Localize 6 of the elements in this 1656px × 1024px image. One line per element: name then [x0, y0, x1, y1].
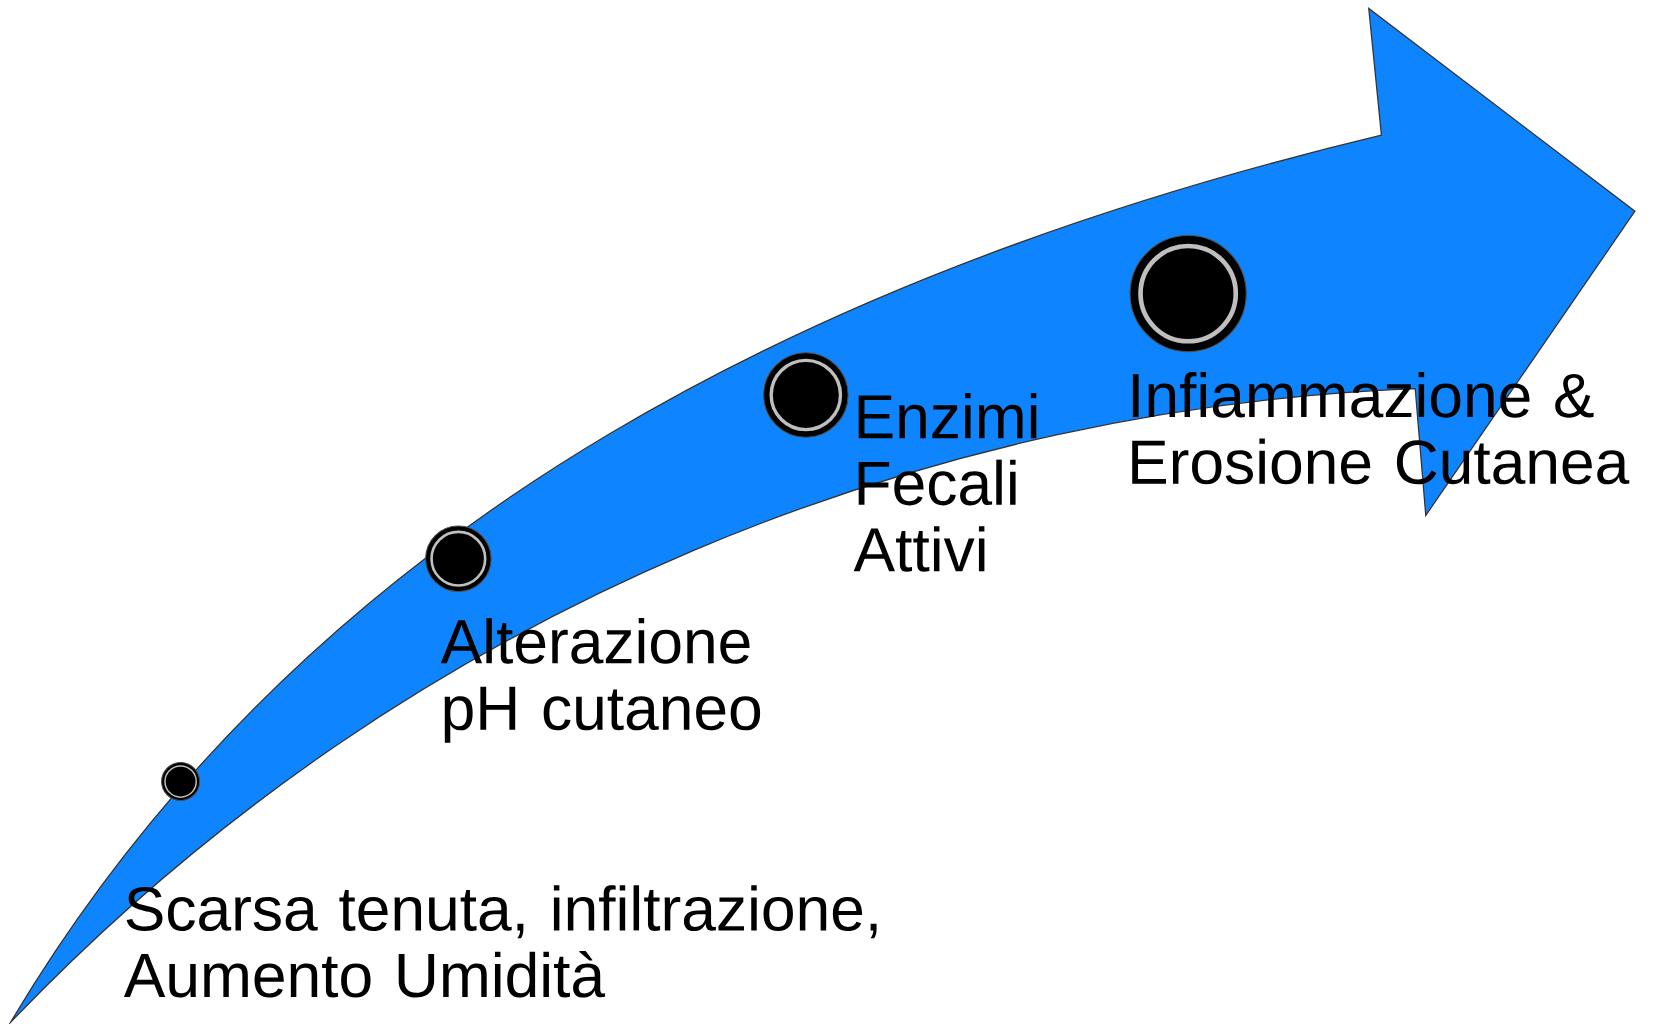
step-label: Scarsa tenuta, infiltrazione, Aumento Umidità — [123, 885, 877, 998]
bullet-circle — [161, 761, 201, 801]
bullet-circle — [425, 525, 492, 592]
step-label: Enzimi Fecali Attivi — [853, 392, 1037, 572]
bullet-circle — [1129, 234, 1247, 352]
bullet-circle — [763, 352, 849, 438]
